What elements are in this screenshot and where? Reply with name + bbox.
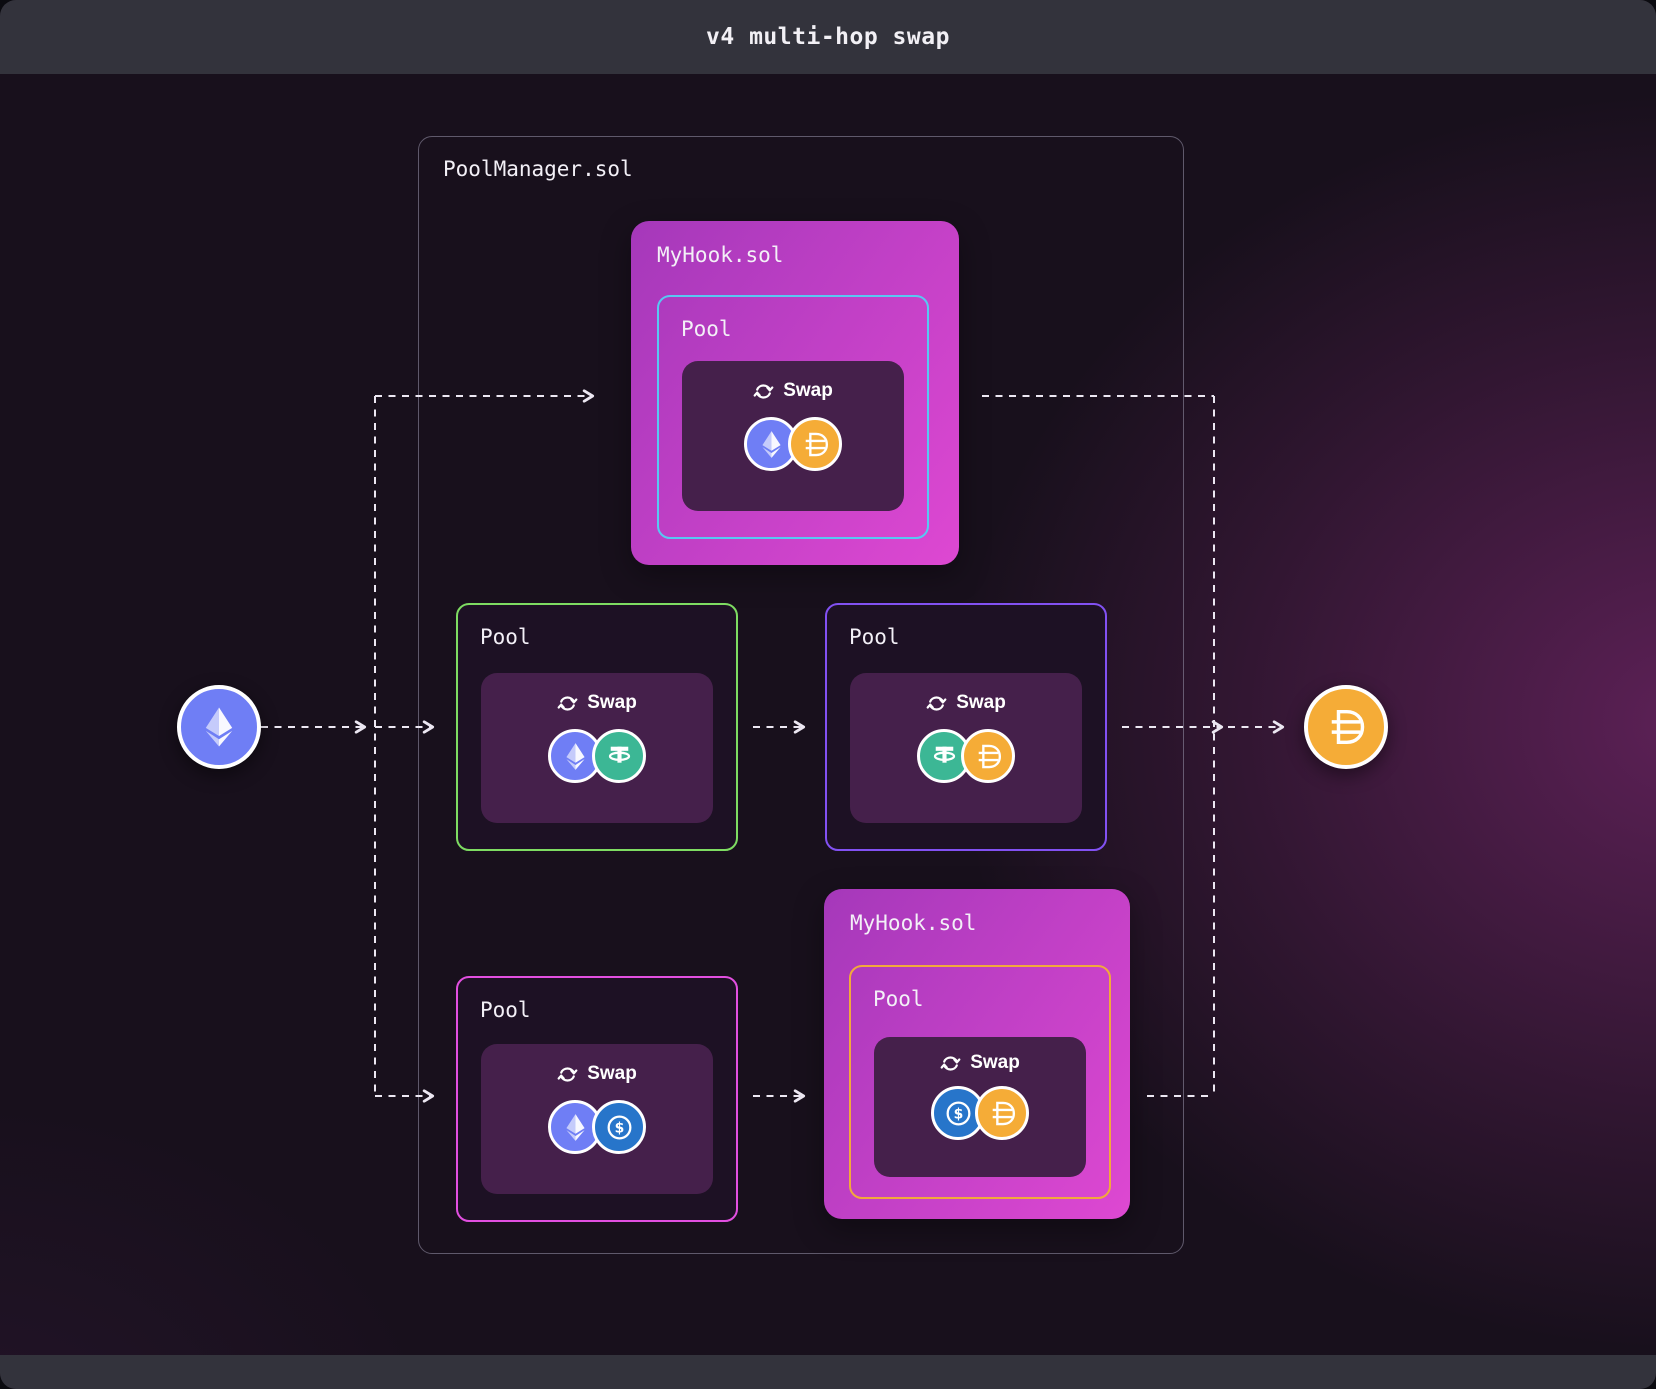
swap-action: Swap <box>557 692 637 714</box>
output-token-dai-icon <box>1304 685 1388 769</box>
swap-action: Swap <box>753 380 833 402</box>
swap-label: Swap <box>970 1052 1020 1073</box>
pool-box-mid-right: Pool Swap <box>825 603 1107 851</box>
pool-manager-label: PoolManager.sol <box>443 157 633 181</box>
swap-label: Swap <box>587 1063 637 1084</box>
swap-cycle-icon <box>940 1053 961 1074</box>
pool-box-hook-bottom: Pool Swap <box>849 965 1111 1199</box>
title-bar: v4 multi-hop swap <box>0 0 1656 74</box>
swap-cycle-icon <box>557 1064 578 1085</box>
myhook-label: MyHook.sol <box>657 243 784 267</box>
usdc-icon <box>931 1086 985 1140</box>
usdc-icon <box>592 1100 646 1154</box>
myhook-label: MyHook.sol <box>850 911 977 935</box>
swap-action: Swap <box>557 1063 637 1085</box>
swap-card: Swap <box>481 1044 713 1194</box>
token-pair <box>548 1100 646 1154</box>
pool-box-bottom-left: Pool Swap <box>456 976 738 1222</box>
pool-label: Pool <box>849 625 900 649</box>
tether-icon <box>592 729 646 783</box>
swap-card: Swap <box>874 1037 1086 1177</box>
dai-icon <box>788 417 842 471</box>
input-token-ethereum-icon <box>177 685 261 769</box>
token-pair <box>744 417 842 471</box>
pool-label: Pool <box>681 317 732 341</box>
footer-bar <box>0 1355 1656 1389</box>
token-pair <box>917 729 1015 783</box>
dai-icon <box>961 729 1015 783</box>
pool-label: Pool <box>480 998 531 1022</box>
swap-card: Swap <box>682 361 904 511</box>
pool-label: Pool <box>480 625 531 649</box>
swap-action: Swap <box>926 692 1006 714</box>
swap-card: Swap <box>850 673 1082 823</box>
swap-cycle-icon <box>557 693 578 714</box>
swap-cycle-icon <box>926 693 947 714</box>
myhook-container-top: MyHook.sol Pool Swap <box>631 221 959 565</box>
swap-cycle-icon <box>753 381 774 402</box>
pool-manager-container: PoolManager.sol MyHook.sol Pool Swap <box>418 136 1184 1254</box>
dai-icon <box>1322 703 1370 751</box>
dai-icon <box>975 1086 1029 1140</box>
token-pair <box>931 1086 1029 1140</box>
pool-label: Pool <box>873 987 924 1011</box>
swap-card: Swap <box>481 673 713 823</box>
token-pair <box>548 729 646 783</box>
window-title: v4 multi-hop swap <box>706 24 950 50</box>
swap-action: Swap <box>940 1052 1020 1074</box>
swap-label: Swap <box>587 692 637 713</box>
ethereum-icon <box>195 703 243 751</box>
swap-label: Swap <box>956 692 1006 713</box>
pool-box-hook-top: Pool Swap <box>657 295 929 539</box>
myhook-container-bottom: MyHook.sol Pool Swap <box>824 889 1130 1219</box>
pool-box-mid-left: Pool Swap <box>456 603 738 851</box>
swap-label: Swap <box>783 380 833 401</box>
